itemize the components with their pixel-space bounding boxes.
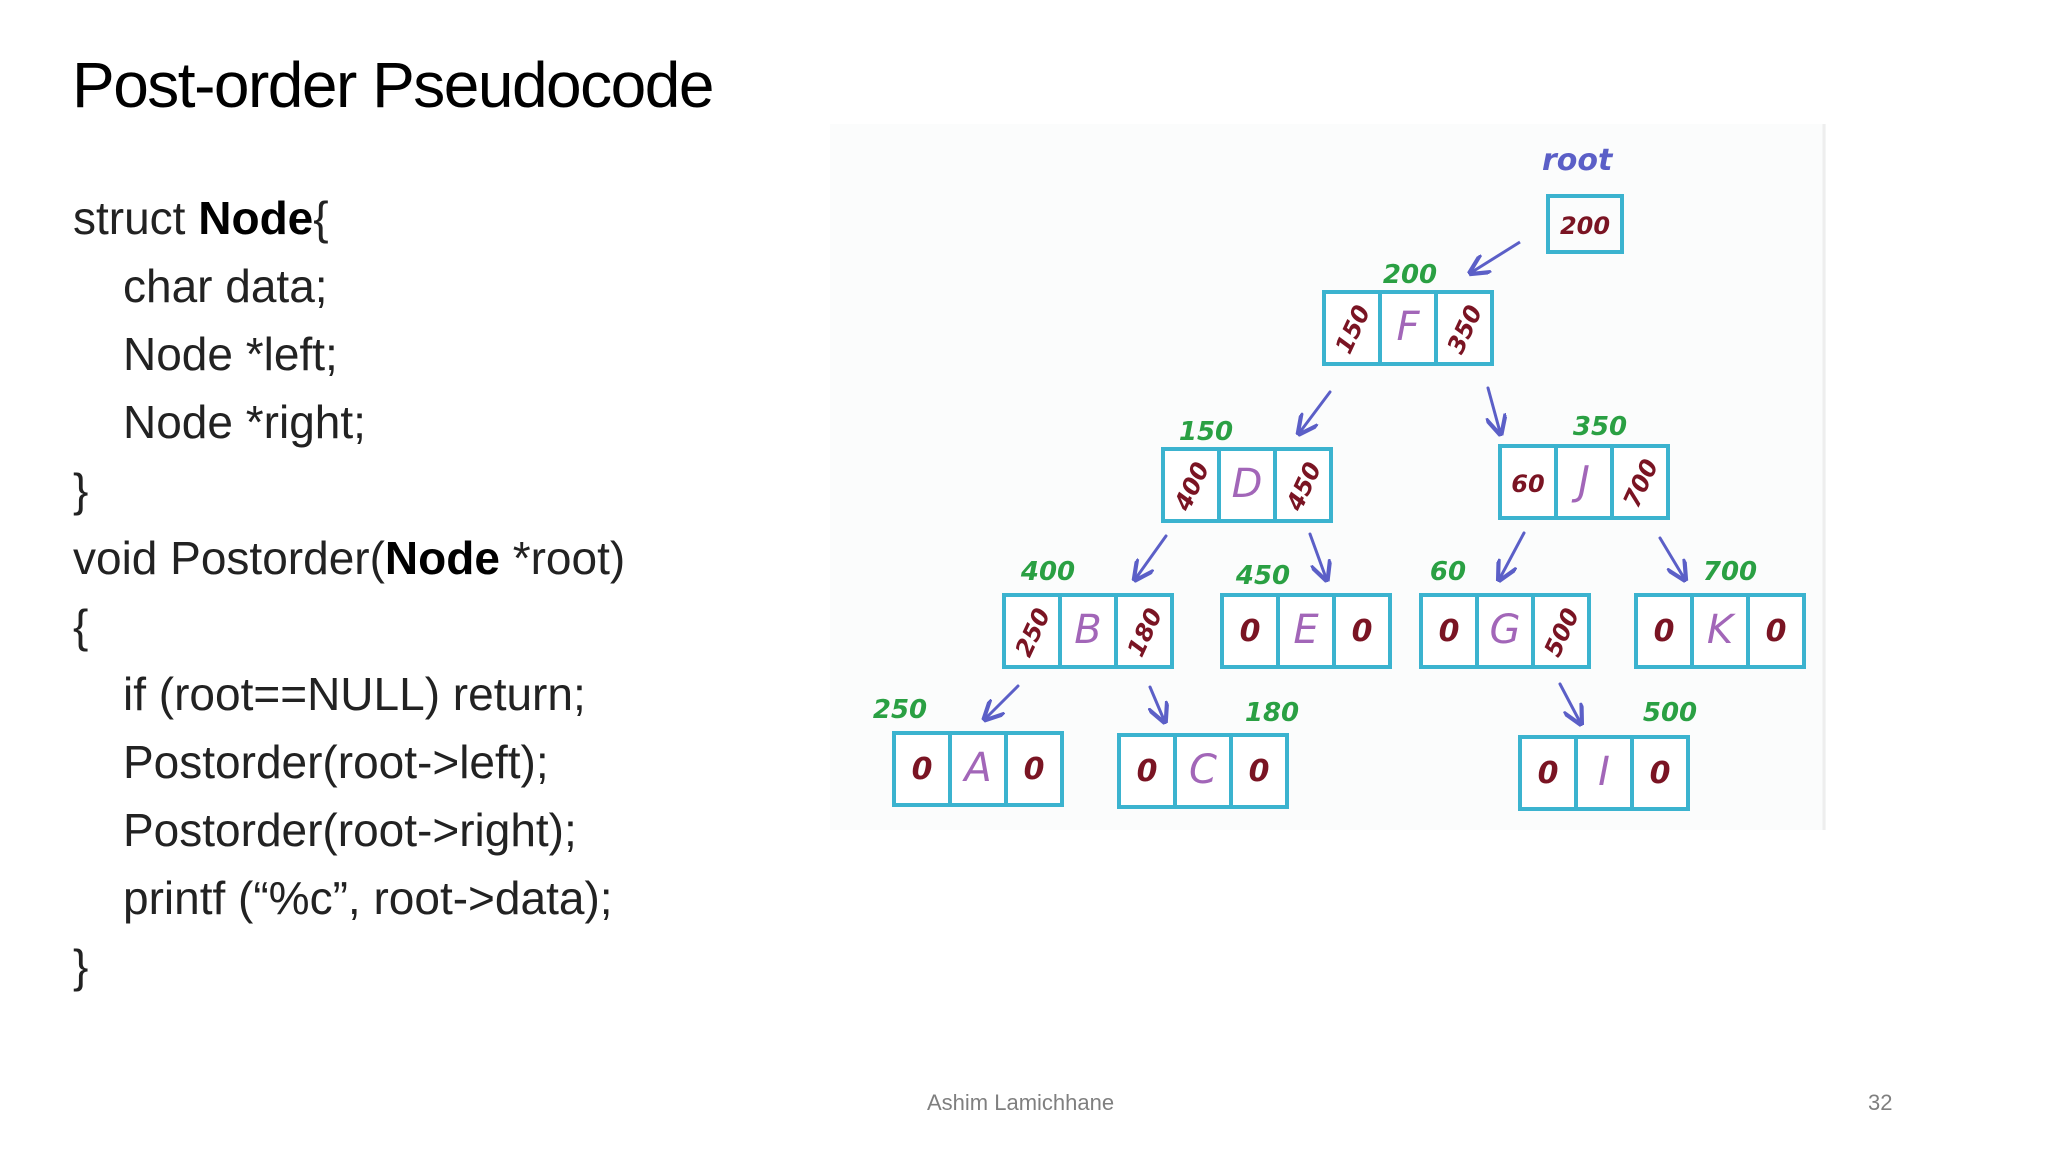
node-j-address: 350	[1573, 412, 1627, 442]
node-a-cell-1	[948, 731, 1008, 807]
node-d-data: D	[1232, 461, 1263, 507]
node-e-right-pointer: 0	[1352, 614, 1373, 649]
node-f-cell-2	[1434, 290, 1494, 366]
node-i-data: I	[1598, 749, 1610, 795]
node-i-address: 500	[1643, 698, 1697, 728]
node-b-address: 400	[1020, 557, 1075, 587]
edge-j-k-arrow	[1658, 536, 1684, 578]
code-keyword: Node	[384, 532, 500, 584]
edge-b-a-arrow	[986, 684, 1020, 718]
root-pointer-box	[1546, 194, 1624, 254]
node-k-right-pointer: 0	[1766, 614, 1787, 649]
node-k-cell-2	[1746, 593, 1806, 669]
edge-d-e-arrow	[1308, 532, 1326, 578]
node-c-right-pointer: 0	[1249, 754, 1270, 789]
node-d-address: 150	[1179, 417, 1233, 447]
node-c-cell-0	[1117, 733, 1177, 809]
node-e-address: 450	[1235, 561, 1290, 591]
code-keyword: Node	[198, 192, 314, 244]
node-g-cell-1	[1475, 593, 1535, 669]
code-line-11: printf (“%c”, root->data);	[123, 872, 613, 924]
node-f-cell-0	[1322, 290, 1382, 366]
node-a-right-pointer: 0	[1024, 752, 1045, 787]
node-i-left-pointer: 0	[1538, 756, 1559, 791]
node-k-cell-0	[1634, 593, 1694, 669]
code-text: struct	[73, 192, 199, 244]
node-g-left-pointer: 0	[1439, 614, 1460, 649]
node-i-right-pointer: 0	[1650, 756, 1671, 791]
node-g-address: 60	[1430, 557, 1466, 587]
slide-title: Post-order Pseudocode	[72, 49, 714, 121]
code-line-9: Postorder(root->left);	[123, 736, 549, 788]
code-line-1: struct Node{	[73, 184, 625, 252]
code-line-12: }	[73, 940, 89, 992]
edge-j-g-arrow	[1500, 531, 1526, 578]
node-j-cell-1	[1554, 444, 1614, 520]
node-d-cell-1	[1217, 447, 1277, 523]
node-i-cell-2	[1630, 735, 1690, 811]
code-line-5: }	[73, 464, 89, 516]
node-a-address: 250	[873, 695, 927, 725]
node-k-cell-1	[1690, 593, 1750, 669]
root-pointer-value: 200	[1560, 212, 1610, 240]
node-i-cell-0	[1518, 735, 1578, 811]
node-k-left-pointer: 0	[1654, 614, 1675, 649]
code-line-6: void Postorder(Node *root)	[73, 524, 625, 592]
code-line-7: {	[73, 600, 89, 652]
edge-f-j-arrow	[1488, 386, 1500, 432]
node-c-data: C	[1189, 747, 1217, 793]
node-j-left-pointer: 60	[1511, 470, 1544, 498]
node-a-cell-2	[1004, 731, 1064, 807]
node-g-data: G	[1490, 607, 1521, 653]
node-g-cell-0	[1419, 593, 1479, 669]
node-e-left-pointer: 0	[1240, 614, 1261, 649]
edge-b-c-arrow	[1150, 685, 1164, 720]
code-line-8: if (root==NULL) return;	[123, 668, 586, 720]
code-text: void Postorder(	[73, 532, 385, 584]
node-e-data: E	[1293, 607, 1319, 653]
node-a-data: A	[961, 745, 991, 791]
root-arrow	[1472, 240, 1521, 272]
code-line-2: char data;	[123, 260, 328, 312]
node-d-cell-2	[1273, 447, 1333, 523]
node-c-cell-2	[1229, 733, 1289, 809]
slide-footer: Ashim Lamichhane	[927, 1090, 1115, 1115]
node-f-address: 200	[1383, 260, 1437, 290]
edge-f-d-arrow	[1300, 390, 1332, 432]
code-text: *root)	[499, 532, 626, 584]
node-a-left-pointer: 0	[912, 752, 933, 787]
edge-g-i-arrow	[1558, 682, 1580, 722]
code-text: {	[313, 192, 329, 244]
node-b-data: B	[1074, 607, 1101, 653]
node-c-address: 180	[1245, 698, 1299, 728]
node-k-address: 700	[1703, 557, 1757, 587]
code-block: struct Node{ char data; Node *left; Node…	[73, 184, 625, 1000]
node-j-cell-2	[1610, 444, 1670, 520]
code-line-3: Node *left;	[123, 328, 338, 380]
node-b-cell-2	[1114, 593, 1174, 669]
node-k-data: K	[1707, 607, 1736, 653]
page-number: 32	[1868, 1090, 1893, 1115]
node-e-cell-2	[1332, 593, 1392, 669]
code-line-4: Node *right;	[123, 396, 366, 448]
code-line-10: Postorder(root->right);	[123, 804, 577, 856]
node-f-data: F	[1396, 304, 1420, 350]
node-f-cell-1	[1378, 290, 1438, 366]
node-g-cell-2	[1531, 593, 1591, 669]
edge-d-b-arrow	[1136, 534, 1168, 578]
node-c-left-pointer: 0	[1137, 754, 1158, 789]
root-label: root	[1542, 143, 1614, 178]
node-a-cell-0	[892, 731, 952, 807]
